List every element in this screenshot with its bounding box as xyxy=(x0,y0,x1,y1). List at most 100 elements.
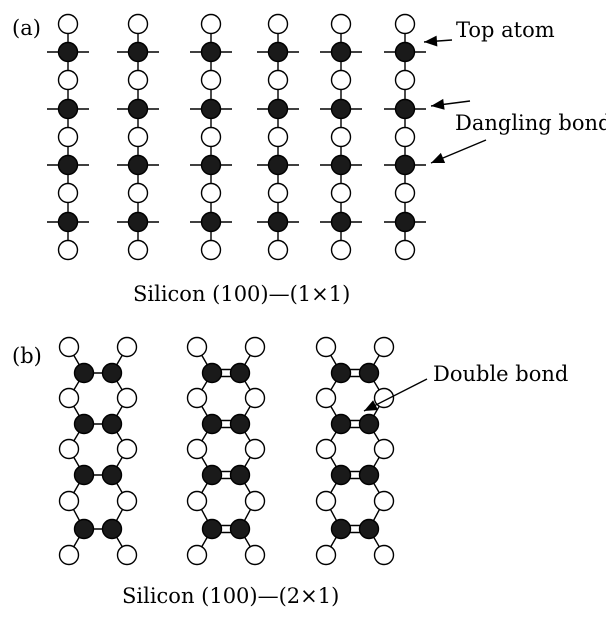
silicon-atom-open xyxy=(373,336,395,358)
double-bond-label: Double bond xyxy=(433,362,569,386)
silicon-atom-open xyxy=(116,438,138,460)
silicon-atom-open xyxy=(267,182,289,204)
silicon-atom-open xyxy=(57,13,79,35)
silicon-atom-filled xyxy=(229,464,251,486)
silicon-atom-open xyxy=(57,126,79,148)
silicon-atom-filled xyxy=(330,413,352,435)
dangling-bonds-label: Dangling bonds xyxy=(455,111,606,135)
silicon-atom-open xyxy=(58,336,80,358)
silicon-atom-open xyxy=(267,239,289,261)
silicon-atom-open xyxy=(127,239,149,261)
silicon-atom-filled xyxy=(201,413,223,435)
panel-a-lattice xyxy=(47,13,426,261)
silicon-atom-open xyxy=(116,490,138,512)
silicon-atom-filled xyxy=(127,154,149,176)
silicon-atom-filled xyxy=(101,413,123,435)
silicon-atom-open xyxy=(186,387,208,409)
silicon-atom-filled xyxy=(358,518,380,540)
panel-b-label: (b) xyxy=(12,344,42,368)
silicon-atom-filled xyxy=(57,98,79,120)
silicon-atom-filled xyxy=(394,41,416,63)
silicon-atom-filled xyxy=(358,362,380,384)
panel-b-caption: Silicon (100)—(2×1) xyxy=(122,584,340,608)
silicon-atom-filled xyxy=(330,211,352,233)
silicon-atom-filled xyxy=(267,41,289,63)
silicon-atom-filled xyxy=(267,211,289,233)
silicon-atom-open xyxy=(267,13,289,35)
silicon-atom-open xyxy=(244,544,266,566)
silicon-atom-open xyxy=(58,544,80,566)
panel-a-label: (a) xyxy=(12,16,41,40)
silicon-atom-open xyxy=(200,126,222,148)
silicon-atom-filled xyxy=(200,41,222,63)
silicon-atom-filled xyxy=(229,362,251,384)
silicon-atom-open xyxy=(330,182,352,204)
silicon-atom-filled xyxy=(358,413,380,435)
silicon-atom-filled xyxy=(201,518,223,540)
silicon-atom-open xyxy=(58,387,80,409)
silicon-atom-open xyxy=(186,336,208,358)
silicon-atom-filled xyxy=(394,154,416,176)
silicon-atom-filled xyxy=(73,413,95,435)
silicon-atom-open xyxy=(186,544,208,566)
silicon-atom-filled xyxy=(73,518,95,540)
silicon-atom-open xyxy=(116,544,138,566)
silicon-atom-open xyxy=(116,387,138,409)
panel-b-lattice xyxy=(58,336,395,566)
silicon-atom-open xyxy=(200,13,222,35)
silicon-atom-open xyxy=(315,490,337,512)
silicon-atom-open xyxy=(373,438,395,460)
silicon-atom-open xyxy=(127,13,149,35)
silicon-atom-filled xyxy=(200,211,222,233)
silicon-atom-filled xyxy=(330,154,352,176)
panel-a-caption: Silicon (100)—(1×1) xyxy=(133,282,351,306)
silicon-atom-open xyxy=(394,126,416,148)
silicon-atom-open xyxy=(127,69,149,91)
silicon-atom-filled xyxy=(101,518,123,540)
silicon-atom-filled xyxy=(73,464,95,486)
silicon-atom-open xyxy=(373,490,395,512)
silicon-atom-open xyxy=(315,387,337,409)
silicon-atom-open xyxy=(244,490,266,512)
silicon-atom-open xyxy=(394,69,416,91)
arrow-head xyxy=(431,98,445,110)
silicon-atom-filled xyxy=(57,211,79,233)
silicon-atom-filled xyxy=(201,362,223,384)
annotation-arrows xyxy=(363,35,487,412)
silicon-atom-filled xyxy=(330,362,352,384)
silicon-atom-filled xyxy=(267,154,289,176)
silicon-atom-open xyxy=(315,336,337,358)
silicon-atom-open xyxy=(116,336,138,358)
silicon-atom-filled xyxy=(229,413,251,435)
silicon-atom-filled xyxy=(101,362,123,384)
silicon-atom-filled xyxy=(127,41,149,63)
silicon-atom-open xyxy=(267,69,289,91)
silicon-atom-open xyxy=(244,438,266,460)
arrow-head xyxy=(424,35,438,47)
silicon-atom-open xyxy=(244,387,266,409)
silicon-atom-open xyxy=(58,490,80,512)
silicon-atom-open xyxy=(200,69,222,91)
silicon-atom-filled xyxy=(127,98,149,120)
silicon-atom-filled xyxy=(57,154,79,176)
silicon-atom-open xyxy=(127,182,149,204)
silicon-atom-filled xyxy=(57,41,79,63)
silicon-atom-open xyxy=(373,544,395,566)
arrow-head xyxy=(364,400,379,411)
arrow-head xyxy=(431,152,446,164)
silicon-atom-open xyxy=(330,239,352,261)
silicon-atom-open xyxy=(58,438,80,460)
silicon-atom-open xyxy=(200,239,222,261)
top-atom-label: Top atom xyxy=(456,18,555,42)
silicon-atom-open xyxy=(57,69,79,91)
silicon-atom-open xyxy=(200,182,222,204)
silicon-atom-filled xyxy=(101,464,123,486)
silicon-atom-filled xyxy=(358,464,380,486)
silicon-atom-filled xyxy=(394,98,416,120)
silicon-atom-open xyxy=(330,126,352,148)
silicon-atom-filled xyxy=(201,464,223,486)
silicon-atom-open xyxy=(315,544,337,566)
silicon-atom-filled xyxy=(394,211,416,233)
silicon-atom-open xyxy=(57,239,79,261)
